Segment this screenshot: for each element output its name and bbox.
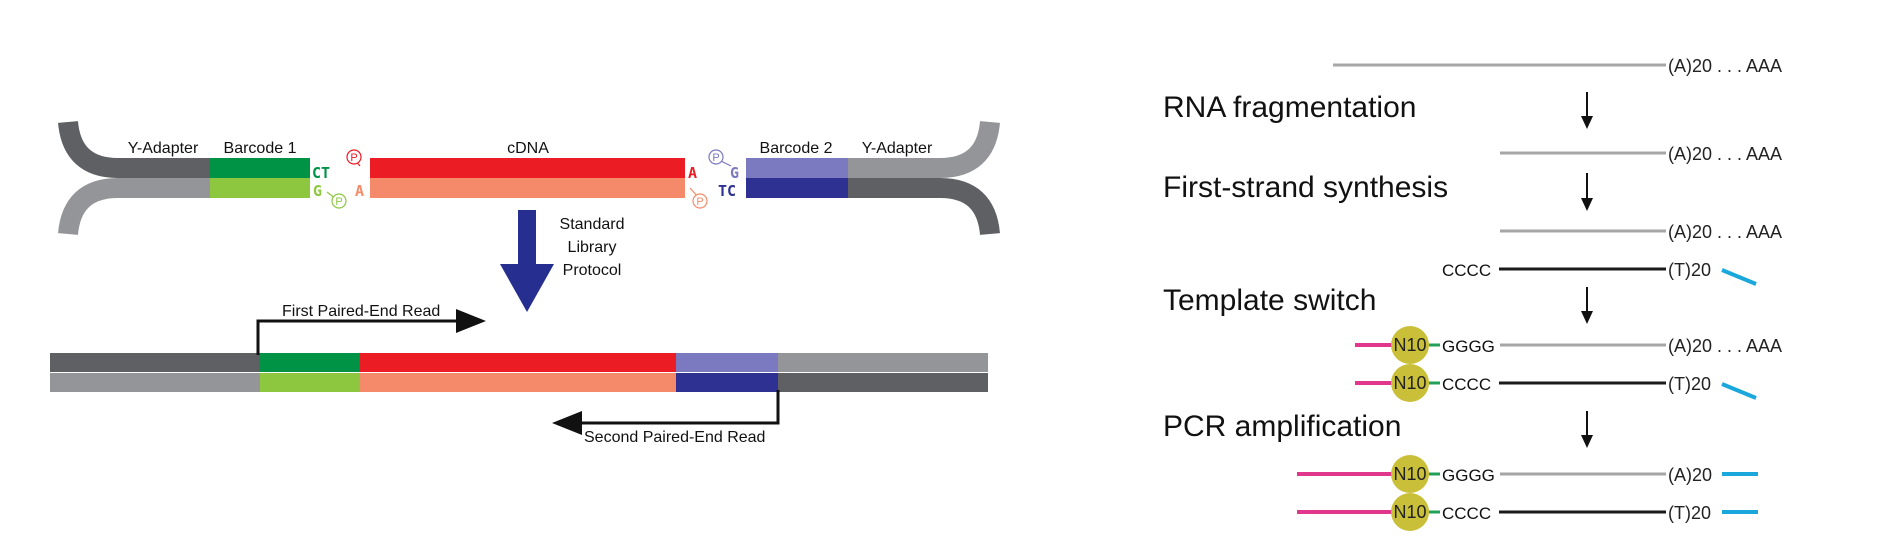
step-label: Template switch xyxy=(1163,284,1376,317)
polya-tail-label: (A)20 . . . AAA xyxy=(1668,144,1782,164)
phosphate-icon: P xyxy=(326,191,347,209)
svg-text:P: P xyxy=(712,152,719,164)
cccc-label: CCCC xyxy=(1442,261,1491,280)
second-read-arrow-icon xyxy=(578,390,780,425)
oligo-dt-tail xyxy=(1721,382,1757,400)
barcode-1-label: Barcode 1 xyxy=(224,140,297,157)
overhang-ct: CT xyxy=(312,164,330,182)
cccc-label: CCCC xyxy=(1442,375,1491,394)
n10-label: N10 xyxy=(1393,464,1426,484)
protocol-label-line1: Standard xyxy=(560,216,625,233)
n10-label: N10 xyxy=(1393,373,1426,393)
down-arrow-icon xyxy=(1581,287,1593,324)
oligo-dt-tail xyxy=(1721,268,1757,286)
y-adapter-left-bottom-arm xyxy=(58,178,210,236)
first-read-arrow-icon xyxy=(256,319,460,355)
polyt-label: (T)20 xyxy=(1668,374,1711,394)
library-adapter-left-bottom xyxy=(50,373,260,392)
library-barcode-1-top xyxy=(260,353,360,372)
svg-text:P: P xyxy=(350,152,357,164)
n10-bead xyxy=(1391,493,1429,531)
phosphate-icon: P xyxy=(346,149,362,167)
n10-bead xyxy=(1391,455,1429,493)
library-adapter-right-top xyxy=(778,353,988,372)
down-arrow-icon xyxy=(1581,92,1593,129)
cdna-bottom-strand xyxy=(370,178,685,198)
a-tail-bottom: A xyxy=(355,182,364,200)
library-barcode-2-bottom xyxy=(676,373,778,392)
library-adapter-right-bottom xyxy=(778,373,988,392)
barcode-2-bottom-strand xyxy=(746,178,848,198)
protocol-arrow-icon xyxy=(500,210,554,312)
gggg-label: GGGG xyxy=(1442,466,1495,485)
first-read-label: First Paired-End Read xyxy=(282,303,440,320)
adapter-ligation-panel: Y-Adapter Barcode 1 cDNA Barcode 2 Y-Ada… xyxy=(50,120,1000,446)
a-tail-top: A xyxy=(688,164,697,182)
protocol-label-line3: Protocol xyxy=(563,262,622,279)
polyt-label: (T)20 xyxy=(1668,503,1711,523)
barcode-2-top-strand xyxy=(746,158,848,178)
svg-text:P: P xyxy=(696,196,703,208)
cdna-top-strand xyxy=(370,158,685,178)
polya-tail-label: (A)20 . . . AAA xyxy=(1668,222,1782,242)
phosphate-icon: P xyxy=(708,149,732,167)
y-adapter-left-top-arm xyxy=(58,120,210,178)
step-label: RNA fragmentation xyxy=(1163,91,1416,124)
protocol-label-line2: Library xyxy=(568,239,617,256)
barcode-2-label: Barcode 2 xyxy=(760,140,833,157)
polya-short-label: (A)20 xyxy=(1668,465,1712,485)
first-read-arrowhead-icon xyxy=(456,309,486,333)
n10-label: N10 xyxy=(1393,335,1426,355)
barcode-1-bottom-strand xyxy=(210,178,310,198)
svg-text:P: P xyxy=(335,196,342,208)
library-cdna-bottom xyxy=(360,373,676,392)
n10-bead xyxy=(1391,364,1429,402)
y-adapter-right-label: Y-Adapter xyxy=(862,140,933,157)
library-cdna-top xyxy=(360,353,676,372)
library-barcode-1-bottom xyxy=(260,373,360,392)
polya-tail-label: (A)20 . . . AAA xyxy=(1668,336,1782,356)
cdna-label: cDNA xyxy=(507,140,549,157)
library-adapter-left-top xyxy=(50,353,260,372)
overhang-g-left: G xyxy=(313,182,322,200)
step-label: First-strand synthesis xyxy=(1163,171,1448,204)
y-adapter-right-bottom-arm xyxy=(848,178,1000,236)
down-arrow-icon xyxy=(1581,411,1593,448)
polya-tail-label: (A)20 . . . AAA xyxy=(1668,56,1782,76)
second-read-label: Second Paired-End Read xyxy=(584,429,765,446)
overhang-tc: TC xyxy=(718,182,736,200)
gggg-label: GGGG xyxy=(1442,337,1495,356)
step-label: PCR amplification xyxy=(1163,410,1401,443)
second-read-arrowhead-icon xyxy=(552,411,582,435)
overhang-g-right: G xyxy=(730,164,739,182)
n10-bead xyxy=(1391,326,1429,364)
library-barcode-2-top xyxy=(676,353,778,372)
barcode-1-top-strand xyxy=(210,158,310,178)
n10-label: N10 xyxy=(1393,502,1426,522)
down-arrow-icon xyxy=(1581,173,1593,211)
phosphate-icon: P xyxy=(689,187,708,209)
y-adapter-left-label: Y-Adapter xyxy=(128,140,199,157)
cccc-label: CCCC xyxy=(1442,504,1491,523)
template-switch-panel: RNA fragmentation First-strand synthesis… xyxy=(1163,56,1782,531)
y-adapter-right-top-arm xyxy=(848,120,1000,178)
polyt-label: (T)20 xyxy=(1668,260,1711,280)
